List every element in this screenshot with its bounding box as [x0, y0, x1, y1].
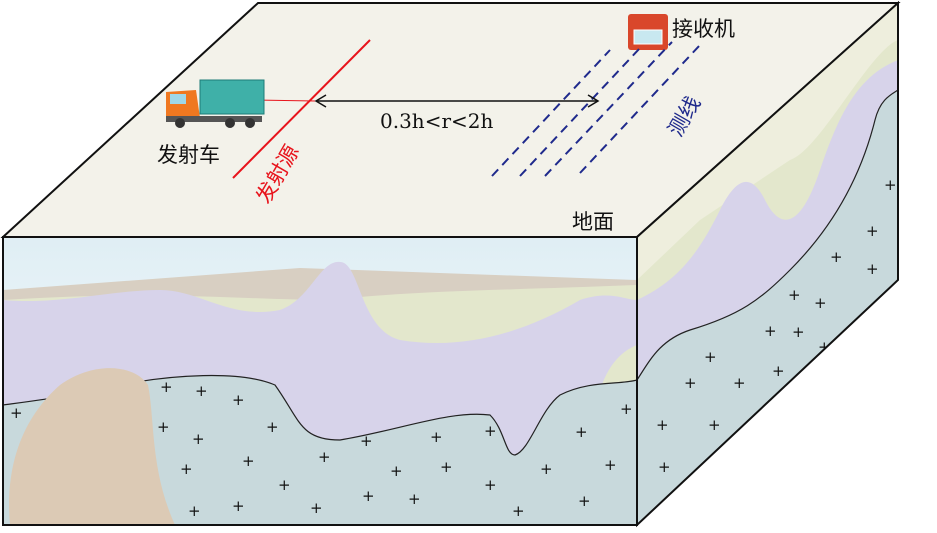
granite-symbol: +: [10, 404, 23, 422]
truck-label: 发射车: [157, 143, 220, 167]
granite-symbol: +: [604, 456, 617, 474]
granite-symbol: +: [772, 362, 785, 380]
granite-symbol: +: [788, 286, 801, 304]
transmitter-truck-icon: [166, 79, 265, 128]
granite-symbol: +: [484, 422, 497, 440]
granite-symbol: +: [430, 428, 443, 446]
granite-symbol: +: [160, 378, 173, 396]
distance-label: 0.3h<r<2h: [380, 109, 493, 133]
granite-symbol: +: [484, 476, 497, 494]
granite-symbol: +: [658, 458, 671, 476]
granite-symbol: +: [157, 418, 170, 436]
granite-symbol: +: [540, 460, 553, 478]
granite-symbol: +: [708, 416, 721, 434]
granite-symbol: +: [733, 374, 746, 392]
source-line: [232, 39, 371, 179]
receiver-icon: [628, 14, 668, 50]
granite-symbol: +: [242, 452, 255, 470]
granite-symbol: +: [195, 382, 208, 400]
granite-symbol: +: [188, 502, 201, 520]
granite-symbol: +: [390, 462, 403, 480]
granite-symbol: +: [180, 460, 193, 478]
distance-arrow: [314, 94, 600, 108]
granite-symbol: +: [656, 416, 669, 434]
granite-symbol: +: [192, 430, 205, 448]
granite-symbol: +: [232, 497, 245, 515]
survey-lines: [491, 41, 701, 177]
granite-symbol: +: [232, 391, 245, 409]
granite-symbol: +: [764, 322, 777, 340]
side-granite: [637, 88, 898, 525]
granite-symbol: +: [684, 374, 697, 392]
granite-symbol: +: [575, 423, 588, 441]
granite-symbol: +: [318, 448, 331, 466]
granite-symbol: +: [578, 492, 591, 510]
granite-symbol: +: [814, 294, 827, 312]
front-face: + + + + + + + + + + + + + + + + + + + + + + + + + + + +: [3, 237, 637, 525]
side-face: ++++++++++++++++: [637, 3, 898, 525]
granite-symbol: +: [866, 260, 879, 278]
granite-symbol: +: [512, 502, 525, 520]
granite-symbol: +: [360, 432, 373, 450]
granite-symbol: +: [278, 476, 291, 494]
granite-symbol: +: [792, 323, 805, 341]
granite-symbol: +: [310, 499, 323, 517]
ground-label: 地面: [572, 210, 614, 234]
granite-symbol: +: [362, 487, 375, 505]
granite-symbol: +: [440, 458, 453, 476]
granite-symbol: +: [704, 348, 717, 366]
granite-symbol: +: [266, 418, 279, 436]
green-lens: [600, 345, 637, 390]
granite-symbol: +: [830, 248, 843, 266]
receiver-label: 接收机: [672, 17, 735, 41]
granite-symbol: +: [408, 490, 421, 508]
granite-symbol: +: [884, 176, 897, 194]
tan-intrusion: [9, 368, 176, 525]
granite-symbol: +: [866, 222, 879, 240]
granite-symbol: +: [620, 400, 633, 418]
